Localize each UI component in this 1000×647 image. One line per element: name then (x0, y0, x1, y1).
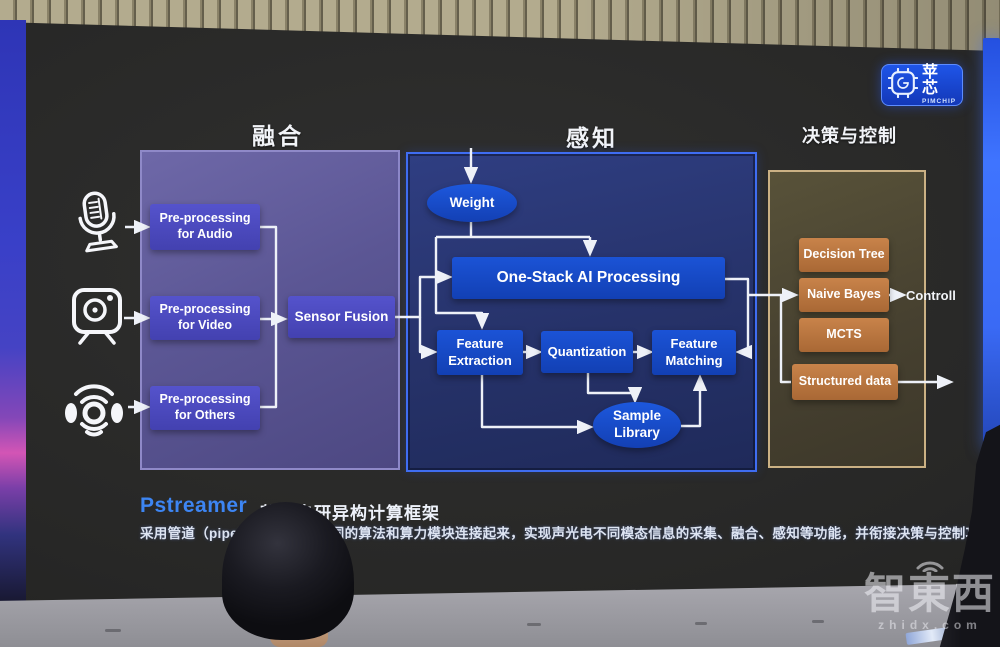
node-sensor-fusion: Sensor Fusion (288, 296, 395, 338)
floor-speck (695, 622, 707, 625)
microphone-icon (68, 187, 129, 261)
node-feature-matching: Feature Matching (652, 330, 736, 375)
watermark-en: zhidx.com (878, 618, 982, 633)
node-preprocessing-audio: Pre-processing for Audio (150, 204, 260, 250)
node-naive-bayes: Naive Bayes (799, 278, 889, 312)
node-weight: Weight (427, 184, 517, 222)
node-label: Decision Tree (803, 247, 885, 262)
floor-speck (812, 620, 824, 623)
node-label: Pre-processing (159, 211, 251, 226)
watermark-cn: 智東西 (863, 570, 996, 617)
node-preprocessing-video: Pre-processing for Video (150, 296, 260, 340)
node-label: for Video (178, 318, 232, 332)
node-quantization: Quantization (541, 331, 633, 373)
node-mcts: MCTS (799, 318, 889, 352)
node-label: Feature (670, 336, 718, 352)
zhidx-watermark: 智東西 zhidx.com (855, 556, 1000, 632)
node-label: Feature (456, 336, 504, 352)
node-label: for Others (174, 408, 236, 422)
floor-speck (105, 629, 121, 632)
node-label: Extraction (448, 352, 512, 368)
screen-right-light-strip (983, 38, 1000, 450)
node-label: Quantization (547, 343, 627, 359)
floor-speck (527, 623, 541, 626)
node-label: Naive Bayes (807, 287, 881, 302)
caption-description-left: 采用管道（pipeli (140, 526, 247, 541)
screen-left-light-strip (0, 20, 26, 605)
node-sample-library: Sample Library (593, 402, 681, 448)
heading-perception: 感知 (566, 125, 618, 151)
node-label: Matching (665, 352, 723, 368)
node-label: Pre-processing (159, 392, 251, 407)
pimchip-logo-badge: 苹芯 PIMCHIP (881, 64, 963, 106)
camera-icon (70, 286, 124, 355)
node-structured-data: Structured data (792, 364, 898, 400)
node-label: for Audio (177, 227, 233, 241)
node-label: Pre-processing (159, 302, 251, 317)
node-label: One-Stack AI Processing (496, 269, 681, 287)
node-feature-extraction: Feature Extraction (437, 330, 523, 375)
node-label: Weight (449, 194, 495, 210)
caption-description-right: 不同的算法和算力模块连接起来，实现声光电不同模态信息的采集、融合、感知等功能，并… (317, 526, 994, 541)
heading-fusion: 融合 (252, 123, 304, 149)
logo-name-en: PIMCHIP (922, 97, 957, 105)
node-one-stack-ai-processing: One-Stack AI Processing (452, 257, 725, 299)
heading-decision-control: 决策与控制 (802, 126, 897, 146)
node-decision-tree: Decision Tree (799, 238, 889, 272)
logo-name-cn: 苹芯 (922, 63, 941, 97)
chip-icon (887, 67, 919, 103)
node-label: Library (614, 425, 660, 440)
node-label: Sample (612, 408, 662, 424)
wifi-icon (855, 556, 1000, 573)
node-label: Structured data (798, 374, 892, 389)
caption-product-name: Pstreamer (140, 494, 248, 517)
audience-head-silhouette (222, 502, 354, 640)
label-controll-output: Controll (906, 288, 956, 303)
radar-sensor-icon (60, 376, 128, 453)
node-label: MCTS (826, 327, 862, 342)
node-preprocessing-others: Pre-processing for Others (150, 386, 260, 430)
node-label: Sensor Fusion (294, 308, 389, 324)
